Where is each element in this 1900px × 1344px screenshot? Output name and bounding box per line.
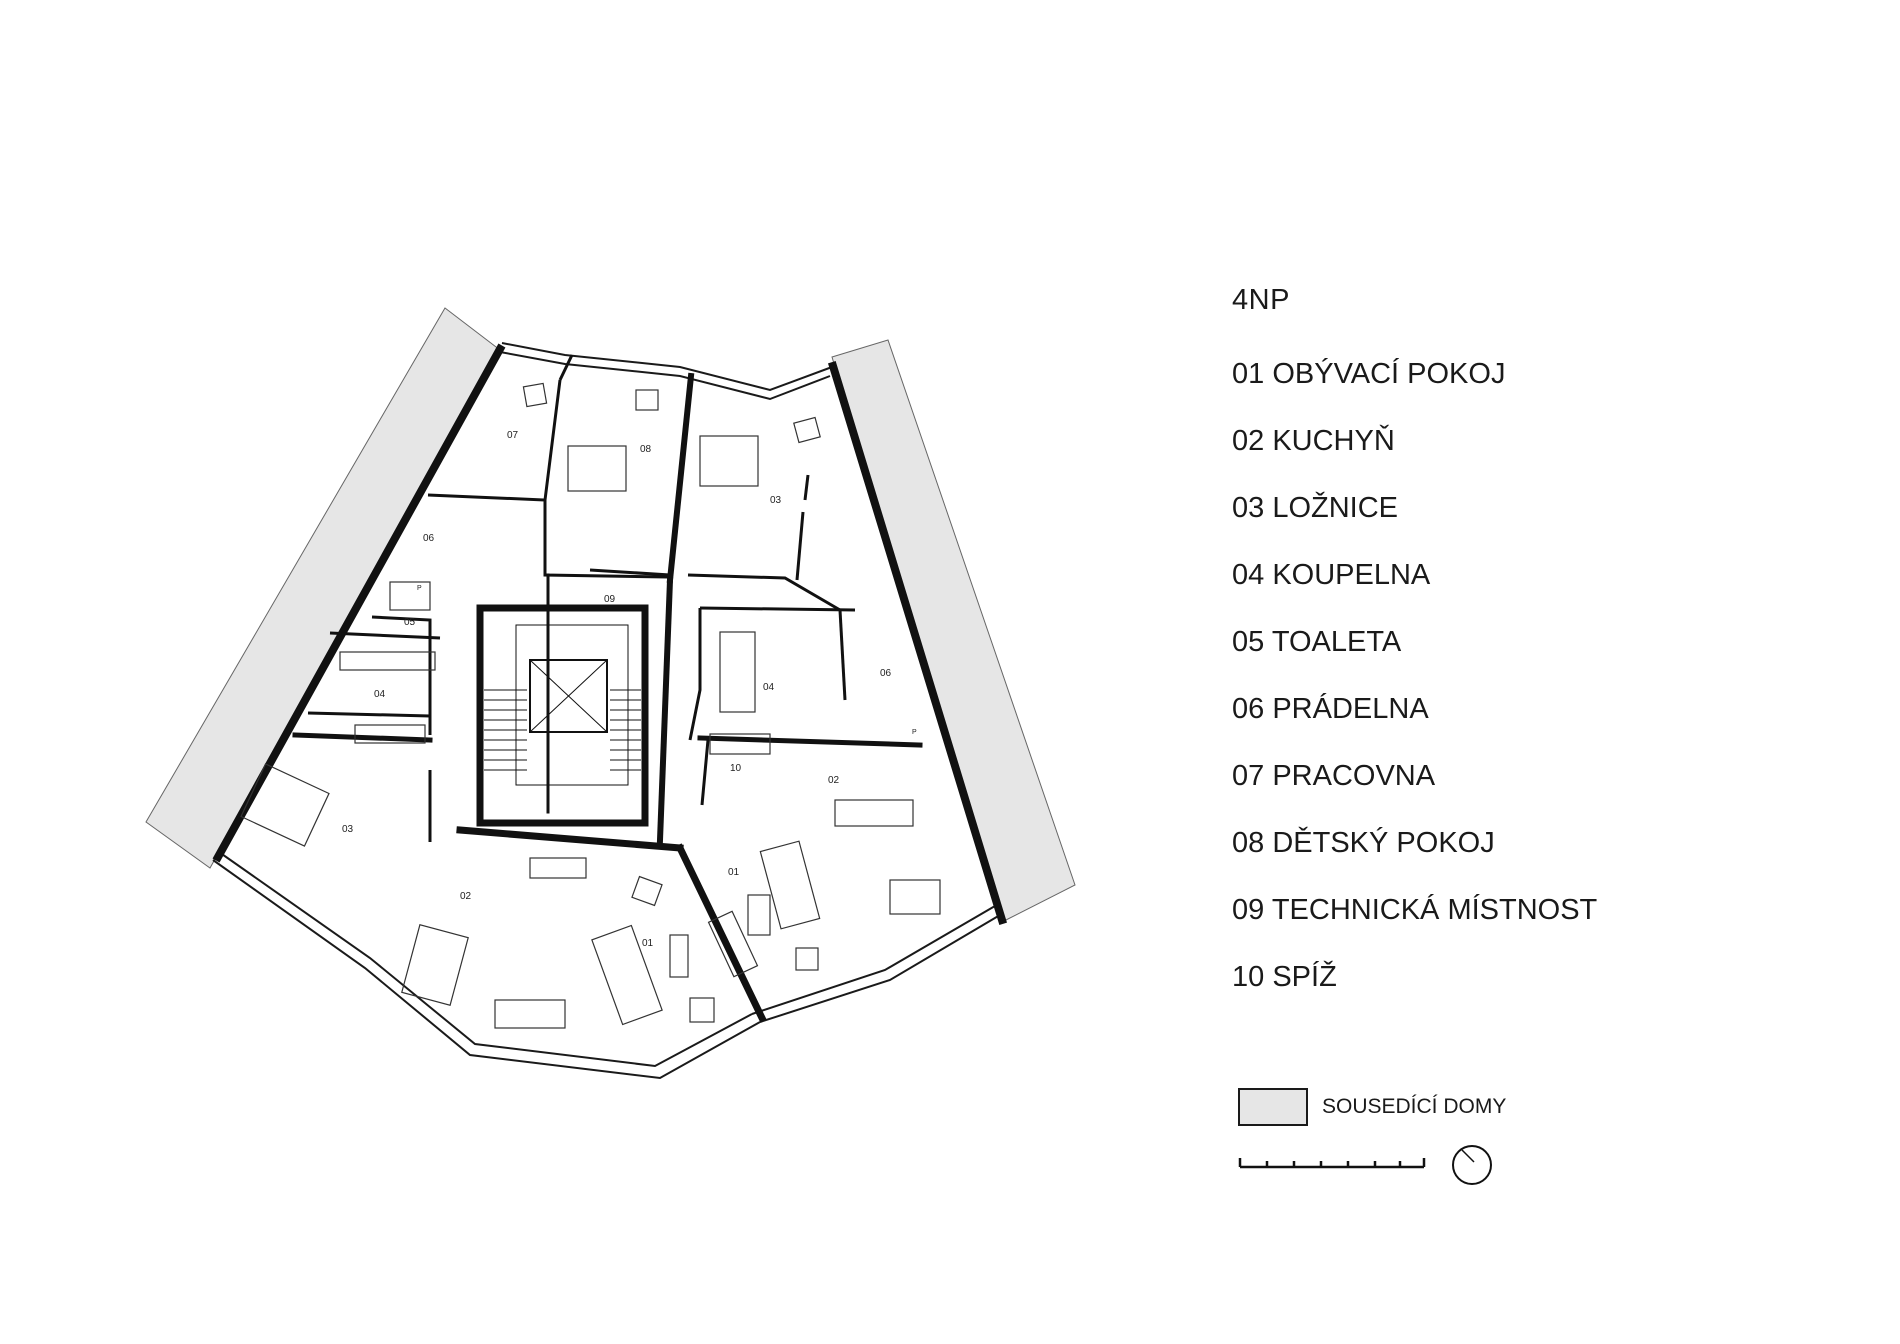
room-tag: 02 [828, 775, 840, 786]
neighbors-legend: SOUSEDÍCÍ DOMY [1238, 1088, 1506, 1126]
room-tag: P [912, 729, 917, 736]
legend-item: 07 PRACOVNA [1232, 756, 1752, 796]
room-tag: 03 [342, 824, 354, 835]
legend-item: 05 TOALETA [1232, 622, 1752, 662]
legend-item: 10 SPÍŽ [1232, 957, 1752, 997]
legend-item-code: 02 [1232, 425, 1265, 457]
legend-item-name: SPÍŽ [1272, 961, 1337, 993]
neighbor-house-left [145, 307, 501, 869]
structural-walls [212, 343, 1007, 1023]
room-tags: 07 08 03 06 09 05 04 04 06 10 02 03 02 0… [342, 430, 917, 949]
legend-item-name: LOŽNICE [1272, 492, 1399, 524]
legend-item: 06 PRÁDELNA [1232, 689, 1752, 729]
room-tag: 02 [460, 891, 472, 902]
room-tag: 01 [642, 938, 654, 949]
interior-partitions [307, 354, 856, 842]
room-tag: 06 [423, 533, 435, 544]
legend-item-code: 04 [1232, 559, 1265, 591]
legend-item-name: OBÝVACÍ POKOJ [1272, 358, 1506, 390]
furniture [240, 382, 941, 1029]
legend-item-code: 03 [1232, 492, 1265, 524]
room-legend-list: 01 OBÝVACÍ POKOJ 02 KUCHYŇ 03 LOŽNICE 04 KO… [1232, 354, 1752, 997]
room-tag: P [417, 585, 422, 592]
legend-item: 01 OBÝVACÍ POKOJ [1232, 354, 1752, 394]
legend-item: 08 DĚTSKÝ POKOJ [1232, 823, 1752, 863]
legend-item: 03 LOŽNICE [1232, 488, 1752, 528]
legend-item-code: 09 [1232, 894, 1265, 926]
legend-item-name: PRACOVNA [1272, 760, 1436, 792]
legend-item-code: 05 [1232, 626, 1265, 658]
room-tag: 06 [880, 668, 892, 679]
room-tag: 05 [404, 617, 416, 628]
legend-item-name: DĚTSKÝ POKOJ [1272, 827, 1495, 859]
room-tag: 04 [374, 689, 386, 700]
neighbors-label: SOUSEDÍCÍ DOMY [1322, 1095, 1507, 1118]
legend-item: 04 KOUPELNA [1232, 555, 1752, 595]
room-tag: 08 [640, 444, 652, 455]
legend-item-code: 10 [1232, 961, 1265, 993]
scale-bar-icon [1238, 1158, 1426, 1169]
legend-item-code: 06 [1232, 693, 1265, 725]
room-tag: 03 [770, 495, 782, 506]
legend-item-name: KOUPELNA [1272, 559, 1431, 591]
legend-item-name: KUCHYŇ [1272, 425, 1395, 457]
stair-core [476, 604, 649, 827]
legend-item: 02 KUCHYŇ [1232, 421, 1752, 461]
floor-title: 4NP [1232, 284, 1290, 316]
legend-item: 09 TECHNICKÁ MÍSTNOST [1232, 890, 1752, 930]
room-tag: 10 [730, 763, 742, 774]
legend-item-name: TECHNICKÁ MÍSTNOST [1271, 894, 1598, 926]
north-arrow-icon [1452, 1145, 1492, 1185]
legend-item-name: PRÁDELNA [1272, 693, 1429, 725]
room-tag: 04 [763, 682, 775, 693]
legend-item-code: 07 [1232, 760, 1265, 792]
legend-item-name: TOALETA [1271, 626, 1402, 658]
facade-glazing [212, 342, 1001, 1080]
neighbors-swatch [1238, 1088, 1308, 1126]
room-tag: 09 [604, 594, 616, 605]
neighbor-house-right [831, 339, 1076, 923]
legend-item-code: 01 [1232, 358, 1265, 390]
legend-item-code: 08 [1232, 827, 1265, 859]
room-tag: 01 [728, 867, 740, 878]
room-tag: 07 [507, 430, 519, 441]
